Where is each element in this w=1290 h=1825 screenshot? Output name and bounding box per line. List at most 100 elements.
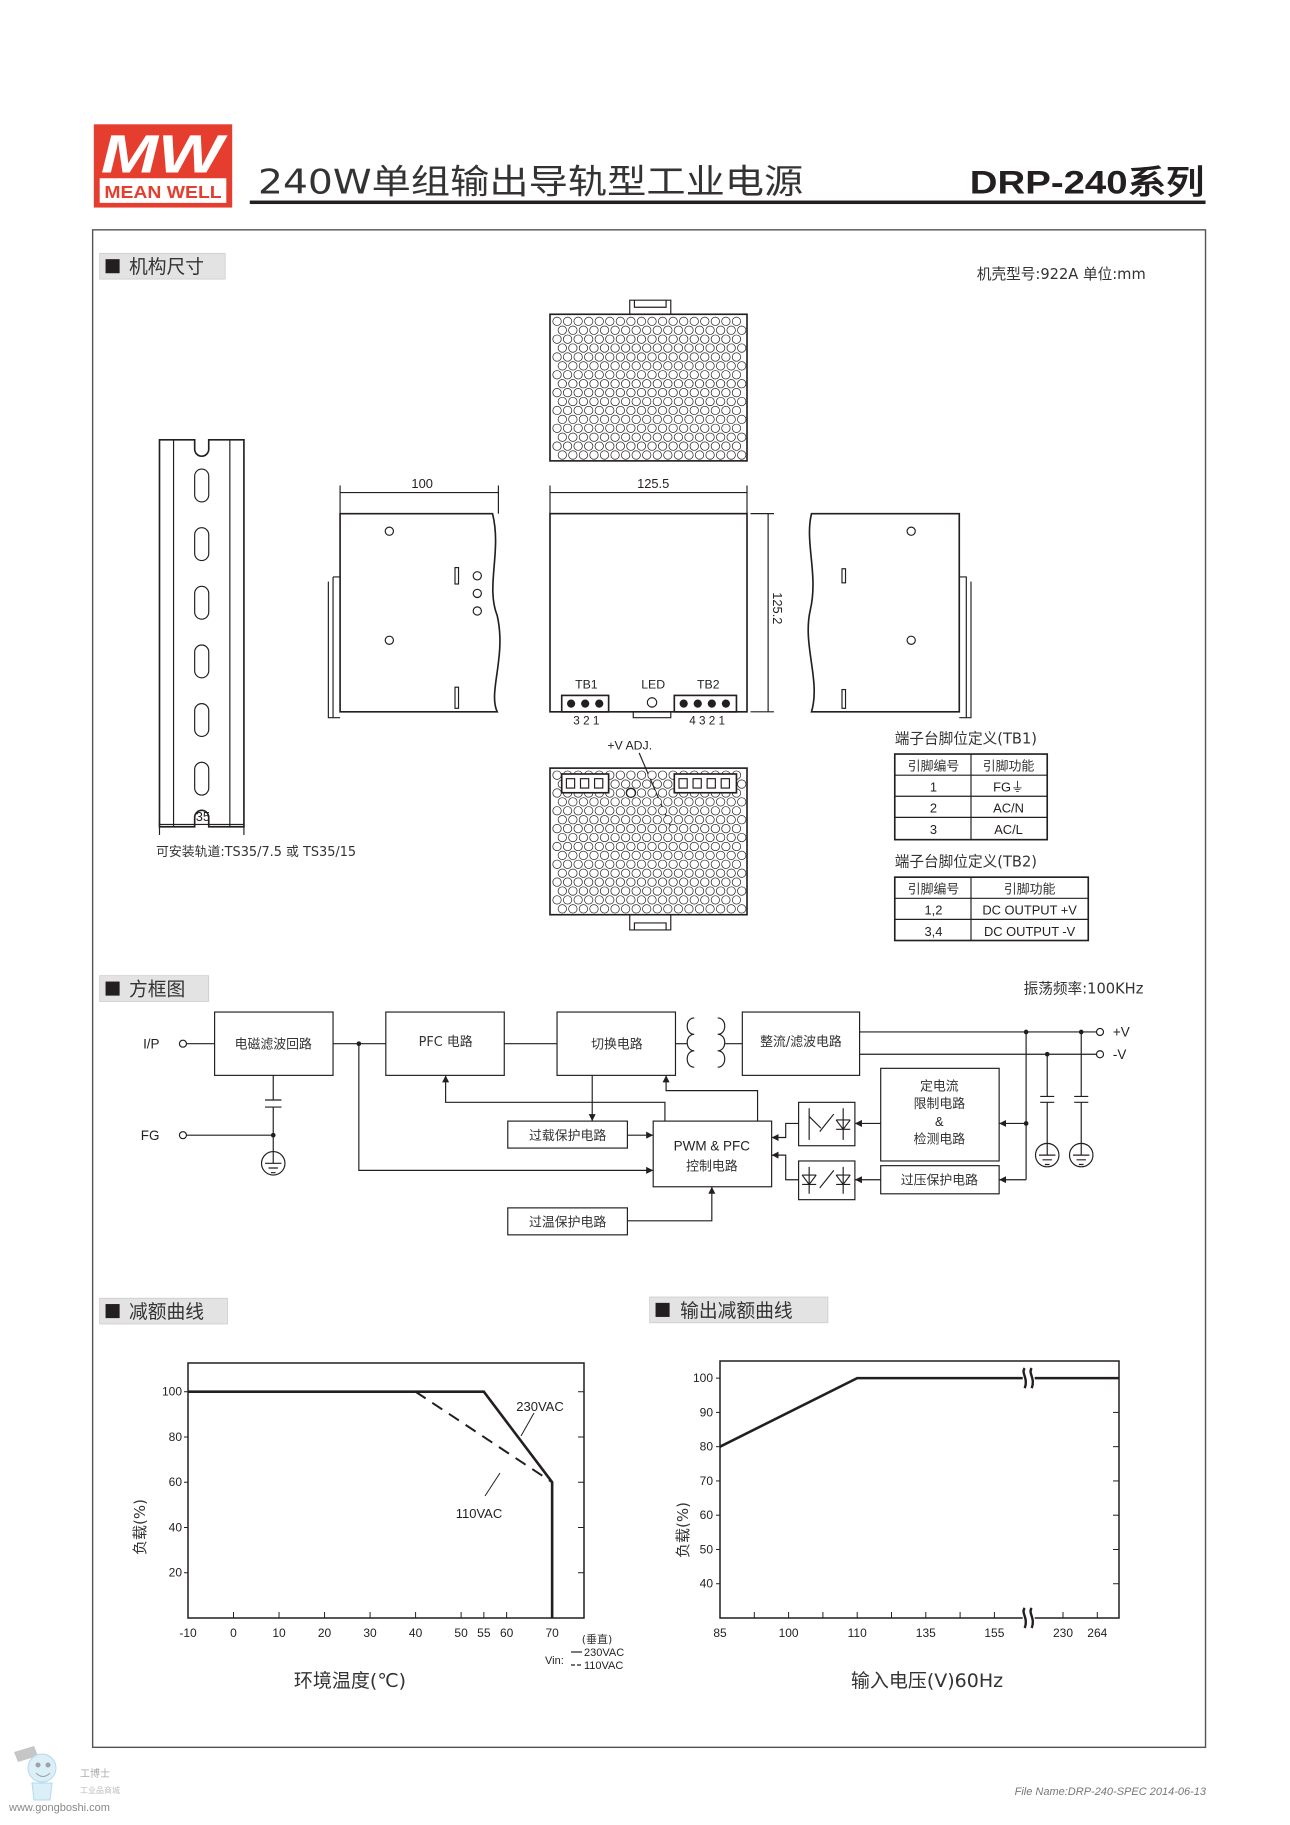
section-bullet-icon — [105, 259, 120, 274]
vent-hole — [663, 450, 673, 460]
vent-hole — [552, 806, 562, 816]
y-tick-label: 80 — [700, 1440, 714, 1454]
vent-hole — [694, 414, 705, 424]
vent-hole — [705, 396, 715, 407]
ground-icon — [260, 1151, 286, 1176]
vent-hole — [573, 895, 583, 905]
vent-hole — [673, 797, 683, 807]
vent-hole — [626, 334, 636, 344]
vent-hole — [731, 441, 742, 451]
y-tick-label: 40 — [169, 1520, 183, 1534]
vent-hole — [673, 325, 683, 335]
vent-hole — [578, 886, 588, 896]
rail-slot — [194, 527, 210, 562]
vent-hole — [679, 352, 689, 362]
x-tick-label: 230 — [1053, 1626, 1073, 1640]
vent-hole — [673, 850, 683, 860]
vent-hole — [642, 325, 652, 335]
vent-hole — [626, 405, 636, 416]
vent-hole — [710, 405, 720, 416]
vent-hole — [563, 877, 573, 887]
vent-hole — [605, 824, 615, 834]
vent-hole — [731, 352, 742, 362]
vent-hole — [679, 405, 689, 416]
vneg-label: -V — [1113, 1047, 1126, 1062]
vent-hole — [663, 815, 673, 825]
vent-hole — [663, 904, 673, 914]
vent-hole — [673, 396, 683, 407]
case-info: 机壳型号:922A 单位:mm — [977, 266, 1146, 283]
vent-hole — [552, 352, 562, 362]
x-tick-label: 100 — [779, 1626, 799, 1640]
emi-filter-label: 电磁滤波回路 — [235, 1036, 312, 1052]
vent-hole — [684, 904, 694, 914]
rail-slot — [194, 468, 210, 503]
vent-hole — [684, 432, 694, 442]
x-tick-label: 70 — [545, 1626, 559, 1640]
vent-hole — [621, 850, 631, 860]
watermark-url: www.gongboshi.com — [8, 1802, 110, 1814]
vent-hole — [636, 895, 647, 905]
olp-label: 过载保护电路 — [529, 1128, 606, 1144]
vent-hole — [626, 895, 636, 905]
vent-hole — [694, 325, 705, 335]
vent-hole — [689, 841, 699, 852]
vent-hole — [568, 904, 578, 914]
vent-hole — [568, 343, 578, 353]
vent-hole — [647, 316, 657, 326]
vent-hole — [599, 886, 610, 896]
vent-hole — [599, 396, 610, 407]
vent-hole — [684, 868, 694, 878]
vent-hole — [721, 370, 731, 380]
vent-hole — [663, 797, 673, 807]
vent-hole — [673, 432, 683, 442]
vent-hole — [636, 388, 647, 398]
vent-hole — [642, 850, 652, 860]
vent-hole — [552, 895, 562, 905]
vent-hole — [663, 343, 673, 353]
tb1-label: TB1 — [575, 677, 598, 691]
vent-hole — [589, 396, 599, 407]
x-tick-label: 155 — [984, 1626, 1004, 1640]
vent-hole — [605, 405, 615, 416]
vent-hole — [710, 877, 720, 887]
vadj-potentiometer — [625, 787, 637, 799]
vent-hole — [652, 361, 662, 371]
vent-hole — [626, 859, 636, 869]
vent-hole — [705, 832, 715, 843]
vent-hole — [731, 841, 742, 852]
vent-hole — [652, 779, 662, 789]
vent-hole — [578, 361, 588, 371]
vent-hole — [700, 423, 710, 433]
vent-hole — [694, 450, 705, 460]
vent-hole — [584, 316, 594, 326]
vent-hole — [594, 841, 604, 852]
vent-hole — [642, 343, 652, 353]
vent-hole — [658, 824, 668, 834]
vent-hole — [689, 423, 699, 433]
vent-hole — [605, 895, 615, 905]
vent-hole — [647, 770, 657, 780]
vent-hole — [689, 441, 699, 451]
vent-hole — [652, 325, 662, 335]
vent-hole — [731, 334, 742, 344]
logo-mark: MW — [101, 124, 228, 184]
fg-label: FG — [141, 1128, 160, 1143]
vent-hole — [631, 432, 641, 442]
vent-hole — [621, 797, 631, 807]
vent-hole — [615, 895, 625, 905]
chart-frame — [719, 1360, 1120, 1619]
vent-hole — [584, 405, 594, 416]
vent-hole — [668, 423, 678, 433]
vent-hole — [642, 414, 652, 424]
vent-hole — [573, 316, 583, 326]
vent-hole — [599, 325, 610, 335]
vent-hole — [610, 904, 620, 914]
vent-hole — [642, 868, 652, 878]
vent-hole — [584, 895, 594, 905]
vent-hole — [737, 886, 747, 896]
vent-hole — [694, 886, 705, 896]
vent-hole — [726, 432, 736, 442]
vent-hole — [679, 334, 689, 344]
